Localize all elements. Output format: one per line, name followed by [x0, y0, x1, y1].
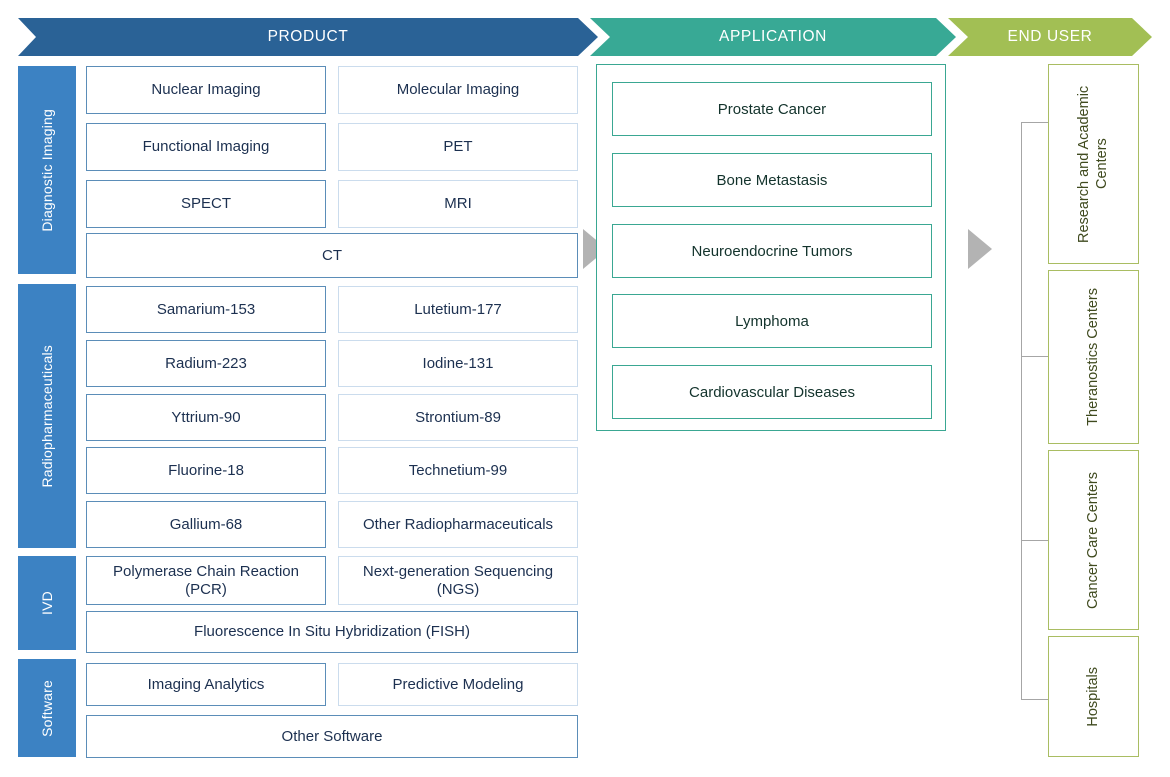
product-box-iodine-131[interactable]: Iodine-131: [338, 340, 578, 387]
product-box-strontium-89[interactable]: Strontium-89: [338, 394, 578, 441]
product-box-ngs[interactable]: Next-generation Sequencing (NGS): [338, 556, 578, 605]
product-box-other-radiopharmaceuticals[interactable]: Other Radiopharmaceuticals: [338, 501, 578, 548]
category-radiopharmaceuticals: Radiopharmaceuticals: [18, 284, 76, 548]
banner-product: PRODUCT: [18, 18, 598, 56]
product-box-fluorine-18[interactable]: Fluorine-18: [86, 447, 326, 494]
end-user-box-theranostics-centers[interactable]: Theranostics Centers: [1048, 270, 1139, 444]
application-box-cardiovascular-diseases[interactable]: Cardiovascular Diseases: [612, 365, 932, 419]
end-user-bracket-stub: [1021, 699, 1049, 701]
product-box-samarium-153[interactable]: Samarium-153: [86, 286, 326, 333]
end-user-label: Cancer Care Centers: [1085, 471, 1102, 609]
product-box-lutetium-177[interactable]: Lutetium-177: [338, 286, 578, 333]
category-software: Software: [18, 659, 76, 757]
product-box-imaging-analytics[interactable]: Imaging Analytics: [86, 663, 326, 706]
application-box-bone-metastasis[interactable]: Bone Metastasis: [612, 153, 932, 207]
end-user-label: Theranostics Centers: [1085, 288, 1102, 426]
end-user-bracket-spine: [1021, 122, 1023, 700]
product-box-spect[interactable]: SPECT: [86, 180, 326, 228]
product-box-pcr[interactable]: Polymerase Chain Reaction (PCR): [86, 556, 326, 605]
product-box-gallium-68[interactable]: Gallium-68: [86, 501, 326, 548]
application-box-neuroendocrine-tumors[interactable]: Neuroendocrine Tumors: [612, 224, 932, 278]
end-user-label: Hospitals: [1085, 666, 1102, 727]
application-box-lymphoma[interactable]: Lymphoma: [612, 294, 932, 348]
product-box-nuclear-imaging[interactable]: Nuclear Imaging: [86, 66, 326, 114]
category-label: Diagnostic Imaging: [39, 108, 55, 232]
end-user-label: Research and Academic Centers: [1076, 85, 1111, 243]
arrow-right-icon-application-to-end-user: [968, 229, 992, 269]
product-box-molecular-imaging[interactable]: Molecular Imaging: [338, 66, 578, 114]
end-user-box-cancer-care-centers[interactable]: Cancer Care Centers: [1048, 450, 1139, 630]
banner-end-user: END USER: [948, 18, 1152, 56]
stage-banner-row: PRODUCT APPLICATION END USER: [0, 18, 1170, 56]
banner-product-label: PRODUCT: [267, 28, 349, 45]
end-user-box-hospitals[interactable]: Hospitals: [1048, 636, 1139, 757]
end-user-bracket-stub: [1021, 122, 1049, 124]
category-ivd: IVD: [18, 556, 76, 650]
product-box-predictive-modeling[interactable]: Predictive Modeling: [338, 663, 578, 706]
product-box-radium-223[interactable]: Radium-223: [86, 340, 326, 387]
product-box-pet[interactable]: PET: [338, 123, 578, 171]
end-user-bracket-stub: [1021, 540, 1049, 542]
banner-application-label: APPLICATION: [719, 28, 827, 45]
product-box-yttrium-90[interactable]: Yttrium-90: [86, 394, 326, 441]
product-box-fish[interactable]: Fluorescence In Situ Hybridization (FISH…: [86, 611, 578, 653]
category-label: IVD: [39, 591, 55, 615]
category-label: Radiopharmaceuticals: [39, 344, 55, 488]
category-label: Software: [39, 679, 55, 737]
product-box-functional-imaging[interactable]: Functional Imaging: [86, 123, 326, 171]
product-box-ct[interactable]: CT: [86, 233, 578, 278]
product-box-other-software[interactable]: Other Software: [86, 715, 578, 758]
application-box-prostate-cancer[interactable]: Prostate Cancer: [612, 82, 932, 136]
category-diagnostic-imaging: Diagnostic Imaging: [18, 66, 76, 274]
product-box-technetium-99[interactable]: Technetium-99: [338, 447, 578, 494]
banner-end-user-label: END USER: [1007, 28, 1093, 45]
product-box-mri[interactable]: MRI: [338, 180, 578, 228]
end-user-box-research-and-academic-centers[interactable]: Research and Academic Centers: [1048, 64, 1139, 264]
banner-application: APPLICATION: [590, 18, 956, 56]
end-user-bracket-stub: [1021, 356, 1049, 358]
